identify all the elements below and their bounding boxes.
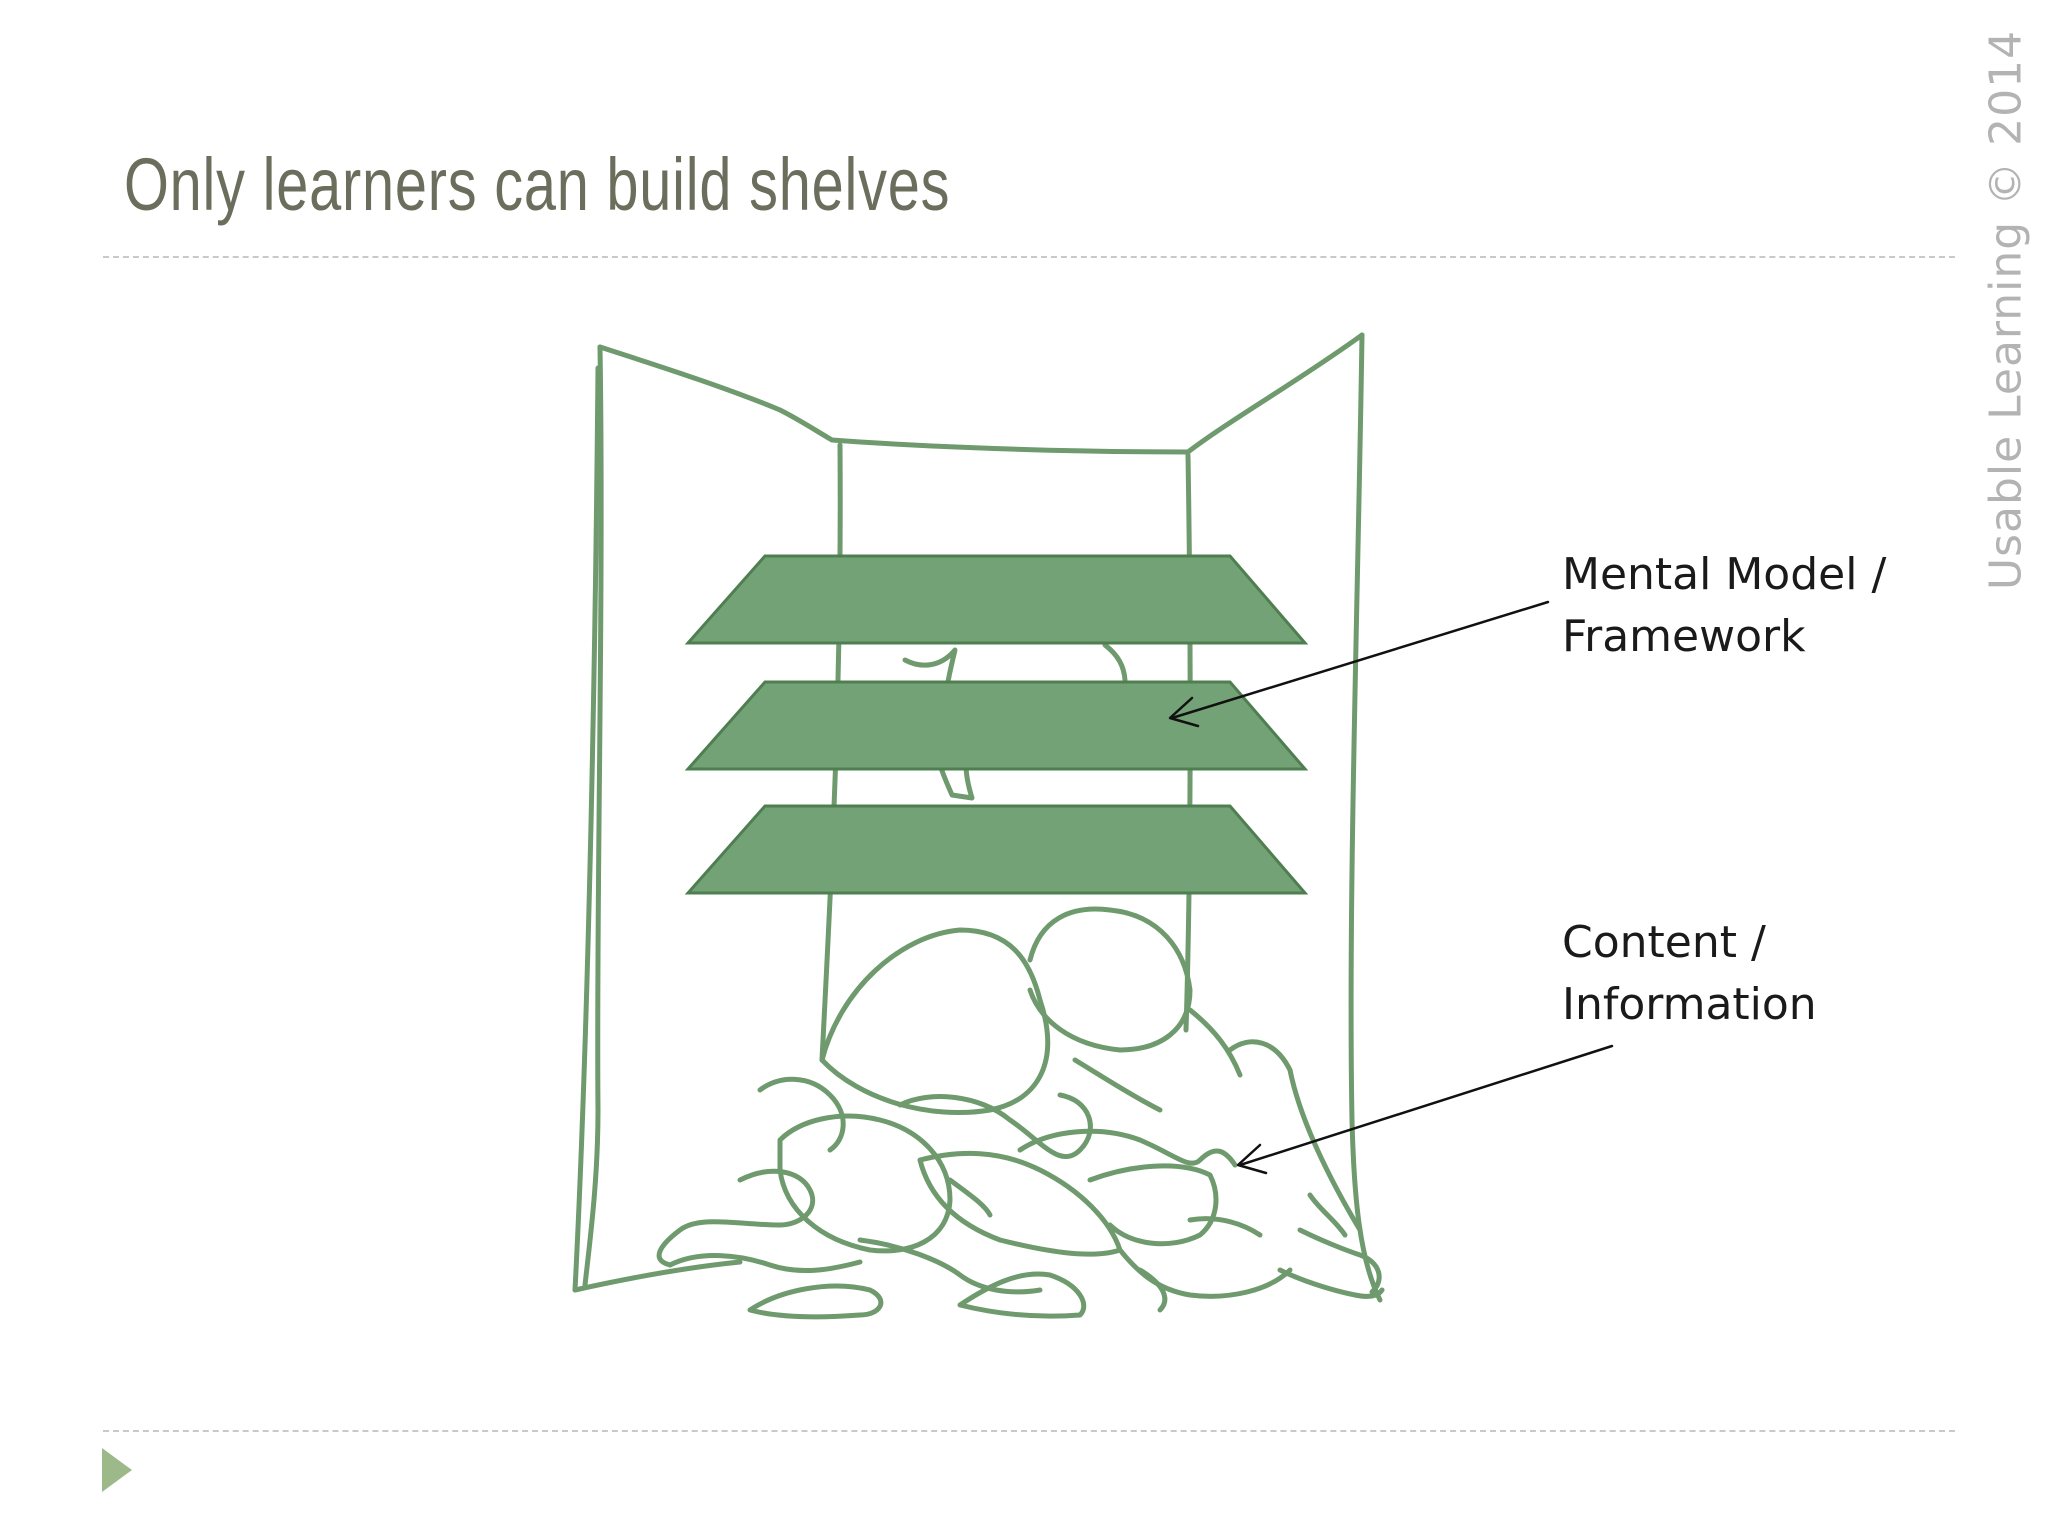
shelf-bottom	[684, 804, 1309, 895]
play-triangle-icon	[102, 1448, 132, 1492]
bottom-divider	[103, 1430, 1955, 1432]
framework-arrow	[1168, 600, 1550, 728]
content-pile	[656, 906, 1385, 1320]
framework-label: Mental Model / Framework	[1562, 544, 1886, 668]
content-arrow	[1236, 1044, 1614, 1175]
top-divider	[103, 256, 1955, 258]
shelf-middle	[684, 680, 1309, 771]
shelves	[684, 554, 1309, 895]
content-label-line2: Information	[1562, 979, 1817, 1030]
slide-title: Only learners can build shelves	[124, 143, 951, 226]
shelf-top	[684, 554, 1309, 645]
content-label-line1: Content /	[1562, 917, 1766, 968]
framework-label-line2: Framework	[1562, 611, 1806, 662]
framework-label-line1: Mental Model /	[1562, 549, 1887, 600]
content-label: Content / Information	[1562, 912, 1817, 1036]
